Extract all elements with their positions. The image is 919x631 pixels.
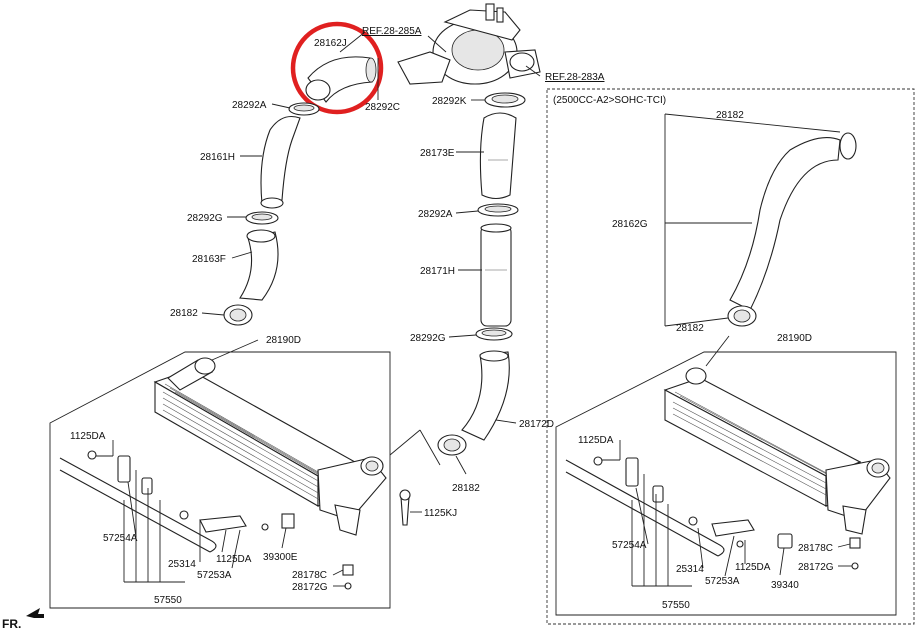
pipe-28171h: [480, 223, 512, 327]
assembly-box-left: [49, 351, 391, 609]
part-28161h-label: 28161H: [200, 152, 235, 163]
clamp-28292k: [484, 92, 526, 108]
part-28178c-left-label: 28178C: [292, 570, 327, 581]
part-25314-left-label: 25314: [168, 559, 196, 570]
part-28162j-label: 28162J: [314, 38, 347, 49]
clamp-28292a-left: [288, 102, 320, 116]
part-57550-left-label: 57550: [154, 595, 182, 606]
assembly-box-right: [555, 351, 897, 616]
part-28292g-mid-label: 28292G: [410, 333, 446, 344]
part-28162g-label: 28162G: [612, 219, 648, 230]
part-28182-mid-label: 28182: [452, 483, 480, 494]
part-28171h-label: 28171H: [420, 266, 455, 277]
part-28163f-label: 28163F: [192, 254, 226, 265]
part-1125kj-label: 1125KJ: [424, 508, 457, 519]
leader-lines: [96, 31, 852, 587]
part-28182-left-label: 28182: [170, 308, 198, 319]
intercooler-left: [153, 357, 387, 536]
part-39300e-label: 39300E: [263, 552, 298, 563]
part-57253a-left-label: 57253A: [197, 570, 232, 581]
turbocharger: [397, 3, 541, 85]
part-28172d-label: 28172D: [519, 419, 554, 430]
part-28182-right-top-label: 28182: [716, 110, 744, 121]
hose-28172d: [461, 350, 510, 441]
part-28190d-right-label: 28190D: [777, 333, 812, 344]
clamp-28182-mid: [437, 434, 467, 456]
part-57254a-right-label: 57254A: [612, 540, 647, 551]
part-57254a-left-label: 57254A: [103, 533, 138, 544]
part-39340-label: 39340: [771, 580, 799, 591]
part-28292a-mid-label: 28292A: [418, 209, 453, 220]
part-28178c-right-label: 28178C: [798, 543, 833, 554]
hose-28163f: [239, 229, 279, 301]
variant-title: (2500CC-A2>SOHC-TCI): [553, 95, 666, 106]
clamp-28182-right-bottom: [727, 305, 757, 327]
part-28182-right-bottom-label: 28182: [676, 323, 704, 334]
part-28172g-left-label: 28172G: [292, 582, 328, 593]
part-28292c-label: 28292C: [365, 102, 400, 113]
part-28190d-left-label: 28190D: [266, 335, 301, 346]
hose-28162j: [305, 56, 377, 103]
front-arrow-icon: [26, 608, 44, 618]
part-28292k-label: 28292K: [432, 96, 467, 107]
part-1125da-right2-label: 1125DA: [735, 562, 771, 573]
ref-285a-label: REF.28-285A: [362, 26, 422, 37]
hose-28173e: [479, 112, 517, 200]
hose-28161h: [260, 115, 301, 209]
highlight-circle: [290, 21, 384, 115]
clamp-28182-right-top: [839, 132, 857, 160]
hose-28162g: [729, 137, 841, 311]
intercooler-right: [663, 367, 891, 535]
part-1125da-left2-label: 1125DA: [216, 554, 252, 565]
part-28172g-right-label: 28172G: [798, 562, 834, 573]
front-direction-label: FR.: [2, 617, 21, 631]
variant-panel: [546, 88, 915, 625]
ref-283a-label: REF.28-283A: [545, 72, 605, 83]
clamp-28292a-mid: [477, 203, 519, 217]
part-28292a-left-label: 28292A: [232, 100, 267, 111]
hardware-left: [59, 450, 411, 590]
clamp-28292g-left: [245, 211, 279, 225]
part-28292g-left-label: 28292G: [187, 213, 223, 224]
part-57550-right-label: 57550: [662, 600, 690, 611]
clamp-28182-left: [223, 304, 253, 326]
part-57253a-right-label: 57253A: [705, 576, 740, 587]
part-1125da-right-label: 1125DA: [578, 435, 614, 446]
part-1125da-left-label: 1125DA: [70, 431, 106, 442]
part-28173e-label: 28173E: [420, 148, 455, 159]
clamp-28292g-mid: [475, 327, 513, 341]
part-25314-right-label: 25314: [676, 564, 704, 575]
